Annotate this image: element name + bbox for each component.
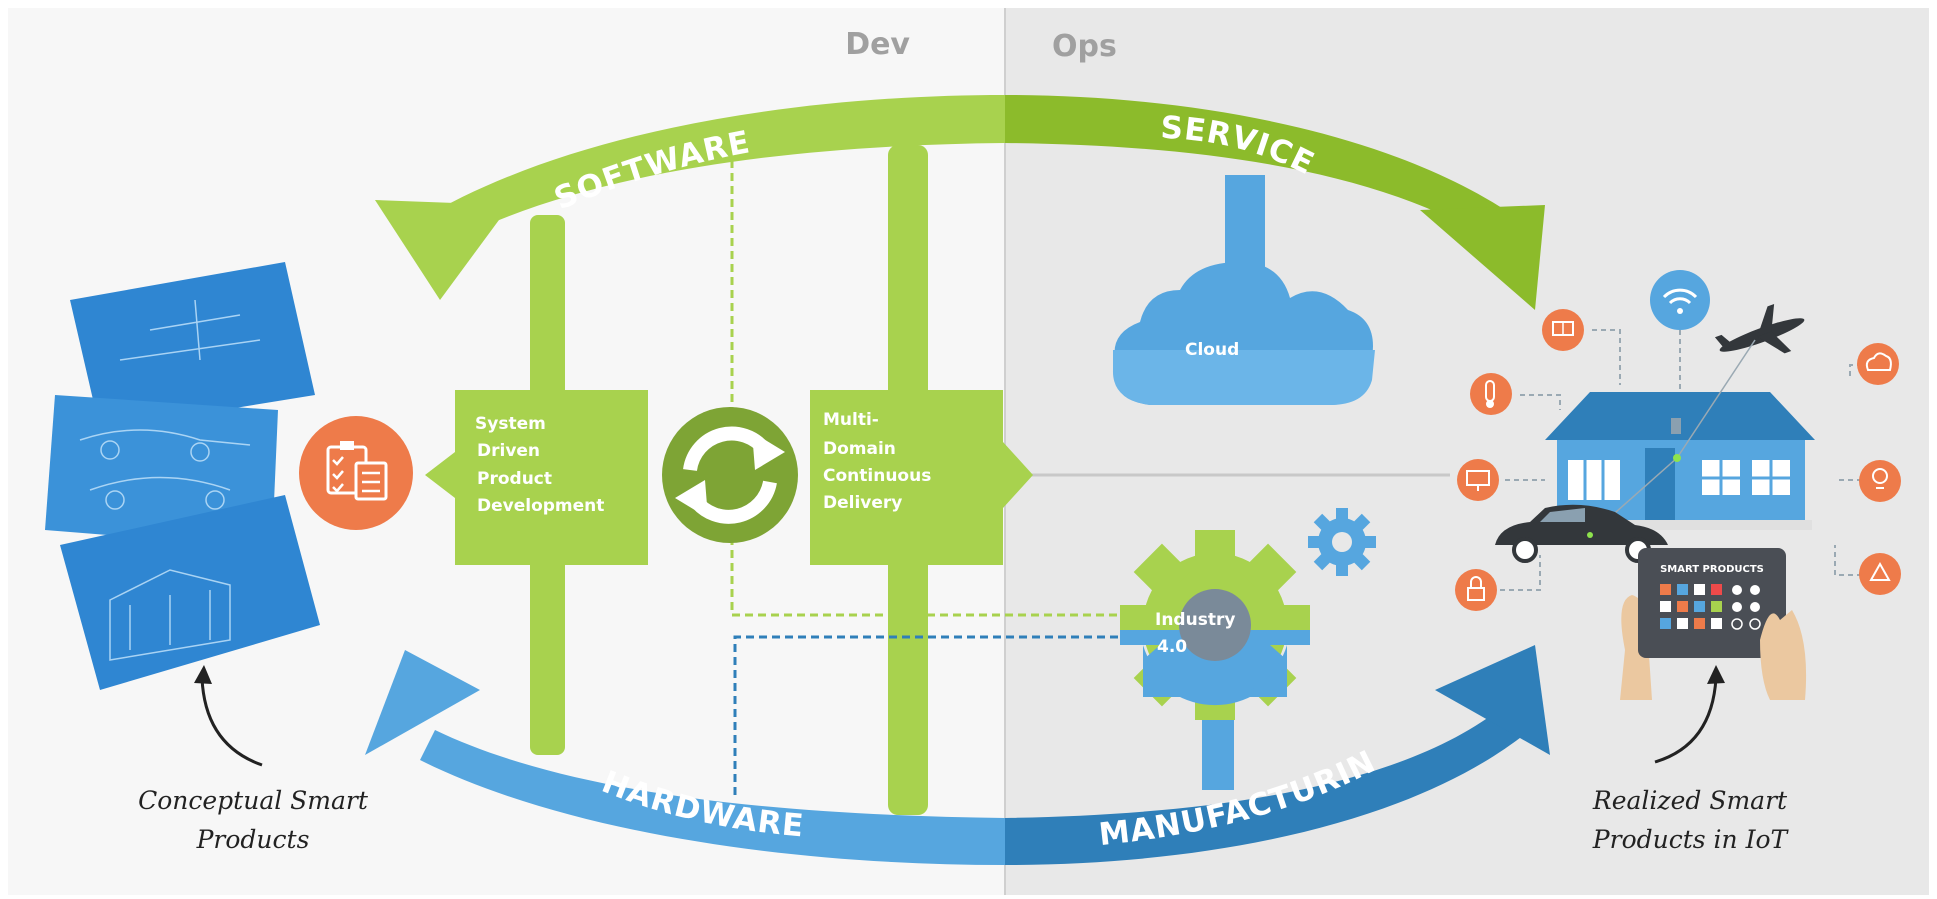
- multi-domain-box: Multi- Domain Continuous Delivery: [810, 390, 1033, 565]
- dev-label: Dev: [845, 27, 910, 62]
- software-arrowhead: [375, 200, 510, 300]
- blue-dashed-connector: [733, 635, 1120, 795]
- system-driven-line-4: Development: [477, 496, 604, 516]
- right-caption-arrow: [1654, 665, 1725, 764]
- right-caption-line-1: Realized Smart: [1592, 786, 1788, 815]
- green-dashed-connector: [730, 160, 1120, 617]
- wifi-icon: [1650, 270, 1710, 330]
- left-caption-line-2: Products: [196, 825, 310, 854]
- clipboard-checklist-icon: [299, 416, 413, 530]
- right-caption-line-2: Products in IoT: [1592, 825, 1790, 854]
- lightbulb-icon: [1859, 460, 1901, 502]
- iot-cluster: SMART PRODUCTS: [1455, 270, 1901, 700]
- service-arc: [1005, 95, 1520, 250]
- thermometer-icon: [1470, 373, 1512, 415]
- lock-icon: [1455, 569, 1497, 611]
- left-caption-arrow: [194, 665, 263, 767]
- solar-panel-icon: [1542, 309, 1584, 351]
- blueprints-illustration: [45, 262, 320, 690]
- industry-label-line-1: Industry: [1155, 610, 1235, 630]
- multi-domain-line-2: Domain: [823, 439, 896, 459]
- manufacturing-arrowhead: [1435, 645, 1550, 755]
- system-driven-line-3: Product: [477, 469, 552, 489]
- manufacturing-arc: [1005, 705, 1530, 865]
- hardware-arc: [420, 730, 1005, 865]
- small-gear-icon: [1308, 508, 1376, 576]
- industry-label-line-2: 4.0: [1157, 637, 1187, 657]
- sync-arrows-icon: [662, 407, 798, 543]
- cloud-icon: Cloud: [1112, 175, 1375, 405]
- system-driven-line-2: Driven: [477, 441, 540, 461]
- service-arrowhead: [1420, 205, 1545, 310]
- tablet-title: SMART PRODUCTS: [1660, 564, 1764, 575]
- system-driven-box: System Driven Product Development: [425, 390, 648, 565]
- ops-label: Ops: [1052, 29, 1117, 64]
- multi-domain-line-1: Multi-: [823, 410, 879, 430]
- system-driven-line-1: System: [475, 414, 546, 434]
- monitor-icon: [1457, 459, 1499, 501]
- software-arc: [420, 95, 1005, 250]
- left-caption-line-1: Conceptual Smart: [138, 786, 369, 815]
- airplane-icon: [1714, 303, 1805, 354]
- multi-domain-line-3: Continuous: [823, 466, 931, 486]
- hardware-arrowhead: [365, 650, 480, 755]
- recycle-icon: [1859, 553, 1901, 595]
- tablet-icon: SMART PRODUCTS: [1620, 548, 1807, 700]
- multi-domain-line-4: Delivery: [823, 493, 902, 513]
- cloud-label: Cloud: [1185, 340, 1239, 360]
- cloud-small-icon: [1857, 343, 1899, 385]
